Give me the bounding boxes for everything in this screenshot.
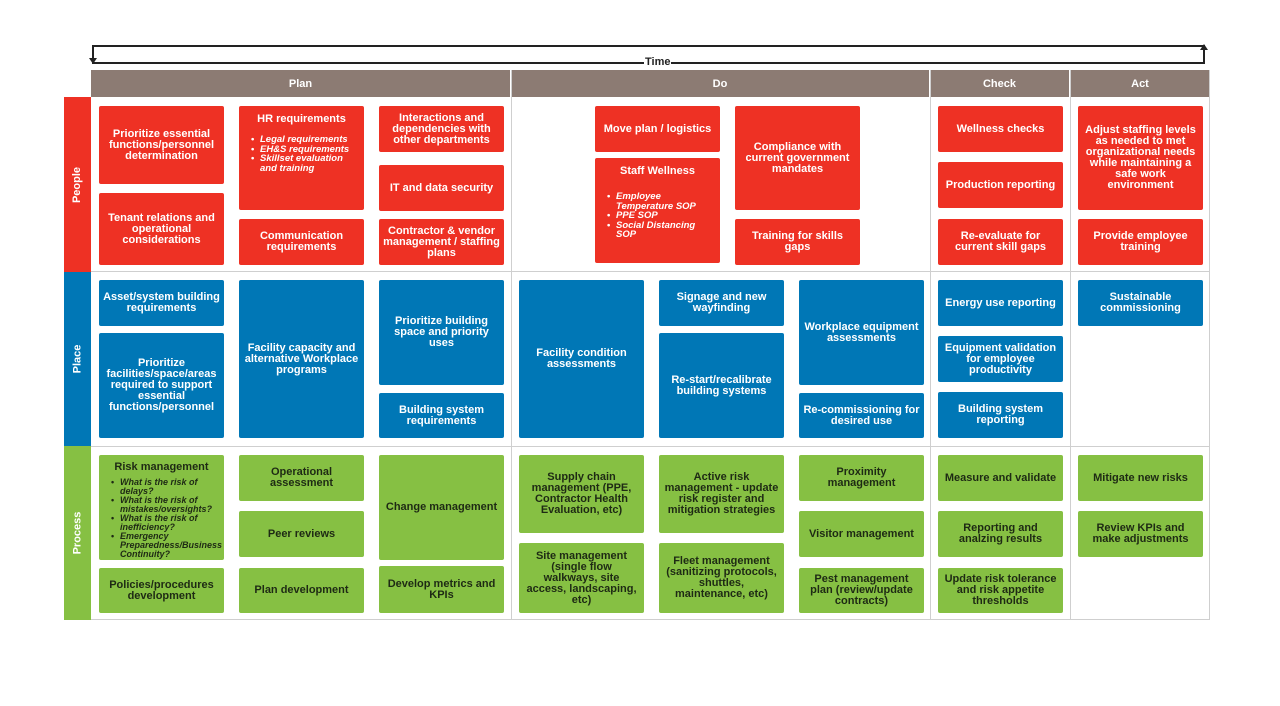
row-label-people: People [64, 97, 91, 272]
box-wellness-checks: Wellness checks [938, 106, 1063, 152]
box-peer-reviews: Peer reviews [239, 511, 364, 557]
row-label-process: Process [64, 446, 91, 620]
box-change-management: Change management [379, 455, 504, 560]
box-provide-employee-training: Provide employee training [1078, 219, 1203, 265]
grid-border-right [1209, 70, 1210, 620]
box-reporting-analyzing-results: Reporting and analzing results [938, 511, 1063, 557]
grid-divider-people-place [91, 271, 1210, 272]
box-interactions-dependencies: Interactions and dependencies with other… [379, 106, 504, 152]
box-compliance-government-mandates: Compliance with current government manda… [735, 106, 860, 210]
box-move-plan-logistics: Move plan / logistics [595, 106, 720, 152]
box-workplace-equipment-assessments: Workplace equipment assessments [799, 280, 924, 385]
phase-header-plan: Plan [91, 70, 511, 97]
box-measure-validate: Measure and validate [938, 455, 1063, 501]
phase-header-do: Do [511, 70, 930, 97]
box-equipment-validation: Equipment validation for employee produc… [938, 336, 1063, 382]
box-active-risk-management: Active risk management - update risk reg… [659, 455, 784, 533]
box-fleet-management: Fleet management (sanitizing protocols, … [659, 543, 784, 613]
box-review-kpis: Review KPIs and make adjustments [1078, 511, 1203, 557]
box-hr-requirements: HR requirements Legal requirements EH&S … [239, 106, 364, 210]
grid-divider-plan-do [511, 70, 512, 620]
box-prioritize-essential-functions: Prioritize essential functions/personnel… [99, 106, 224, 184]
box-adjust-staffing-levels: Adjust staffing levels as needed to met … [1078, 106, 1203, 210]
timeline-right-tick [1203, 45, 1205, 63]
phase-header-check: Check [930, 70, 1070, 97]
box-plan-development: Plan development [239, 568, 364, 613]
box-mitigate-new-risks: Mitigate new risks [1078, 455, 1203, 501]
box-training-skills-gaps: Training for skills gaps [735, 219, 860, 265]
arrow-down-icon [89, 58, 97, 64]
box-facility-condition-assessments: Facility condition assessments [519, 280, 644, 438]
box-visitor-management: Visitor management [799, 511, 924, 557]
box-reevaluate-skill-gaps: Re-evaluate for current skill gaps [938, 219, 1063, 265]
box-building-system-requirements: Building system requirements [379, 393, 504, 438]
box-prioritize-facilities-space: Prioritize facilities/space/areas requir… [99, 333, 224, 438]
box-building-system-reporting: Building system reporting [938, 392, 1063, 438]
box-it-data-security: IT and data security [379, 165, 504, 211]
box-contractor-vendor-management: Contractor & vendor management / staffin… [379, 219, 504, 265]
grid-divider-check-act [1070, 70, 1071, 620]
timeline-left-tick [92, 45, 94, 63]
grid-border-bottom [91, 619, 1210, 620]
box-pest-management-plan: Pest management plan (review/update cont… [799, 568, 924, 613]
phase-header-act: Act [1070, 70, 1210, 97]
box-site-management: Site management (single flow walkways, s… [519, 543, 644, 613]
arrow-up-icon [1200, 44, 1208, 50]
row-label-place: Place [64, 272, 91, 446]
grid-divider-do-check [930, 70, 931, 620]
box-signage-wayfinding: Signage and new wayfinding [659, 280, 784, 326]
box-sustainable-commissioning: Sustainable commissioning [1078, 280, 1203, 326]
box-risk-management: Risk management What is the risk of dela… [99, 455, 224, 560]
box-facility-capacity: Facility capacity and alternative Workpl… [239, 280, 364, 438]
box-tenant-relations: Tenant relations and operational conside… [99, 193, 224, 265]
timeline-arrow-line [92, 45, 1205, 47]
box-production-reporting: Production reporting [938, 162, 1063, 208]
box-operational-assessment: Operational assessment [239, 455, 364, 501]
box-supply-chain-management: Supply chain management (PPE, Contractor… [519, 455, 644, 533]
grid-divider-place-process [91, 446, 1210, 447]
box-recommissioning: Re-commissioning for desired use [799, 393, 924, 438]
box-policies-procedures: Policies/procedures development [99, 568, 224, 613]
box-communication-requirements: Communication requirements [239, 219, 364, 265]
box-energy-use-reporting: Energy use reporting [938, 280, 1063, 326]
box-proximity-management: Proximity management [799, 455, 924, 501]
timeline-label: Time [644, 56, 672, 68]
box-develop-metrics-kpis: Develop metrics and KPIs [379, 566, 504, 613]
box-restart-recalibrate-systems: Re-start/recalibrate building systems [659, 333, 784, 438]
box-asset-system-building-requirements: Asset/system building requirements [99, 280, 224, 326]
box-prioritize-building-space: Prioritize building space and priority u… [379, 280, 504, 385]
box-staff-wellness: Staff Wellness Employee Temperature SOP … [595, 158, 720, 263]
box-update-risk-tolerance: Update risk tolerance and risk appetite … [938, 568, 1063, 613]
